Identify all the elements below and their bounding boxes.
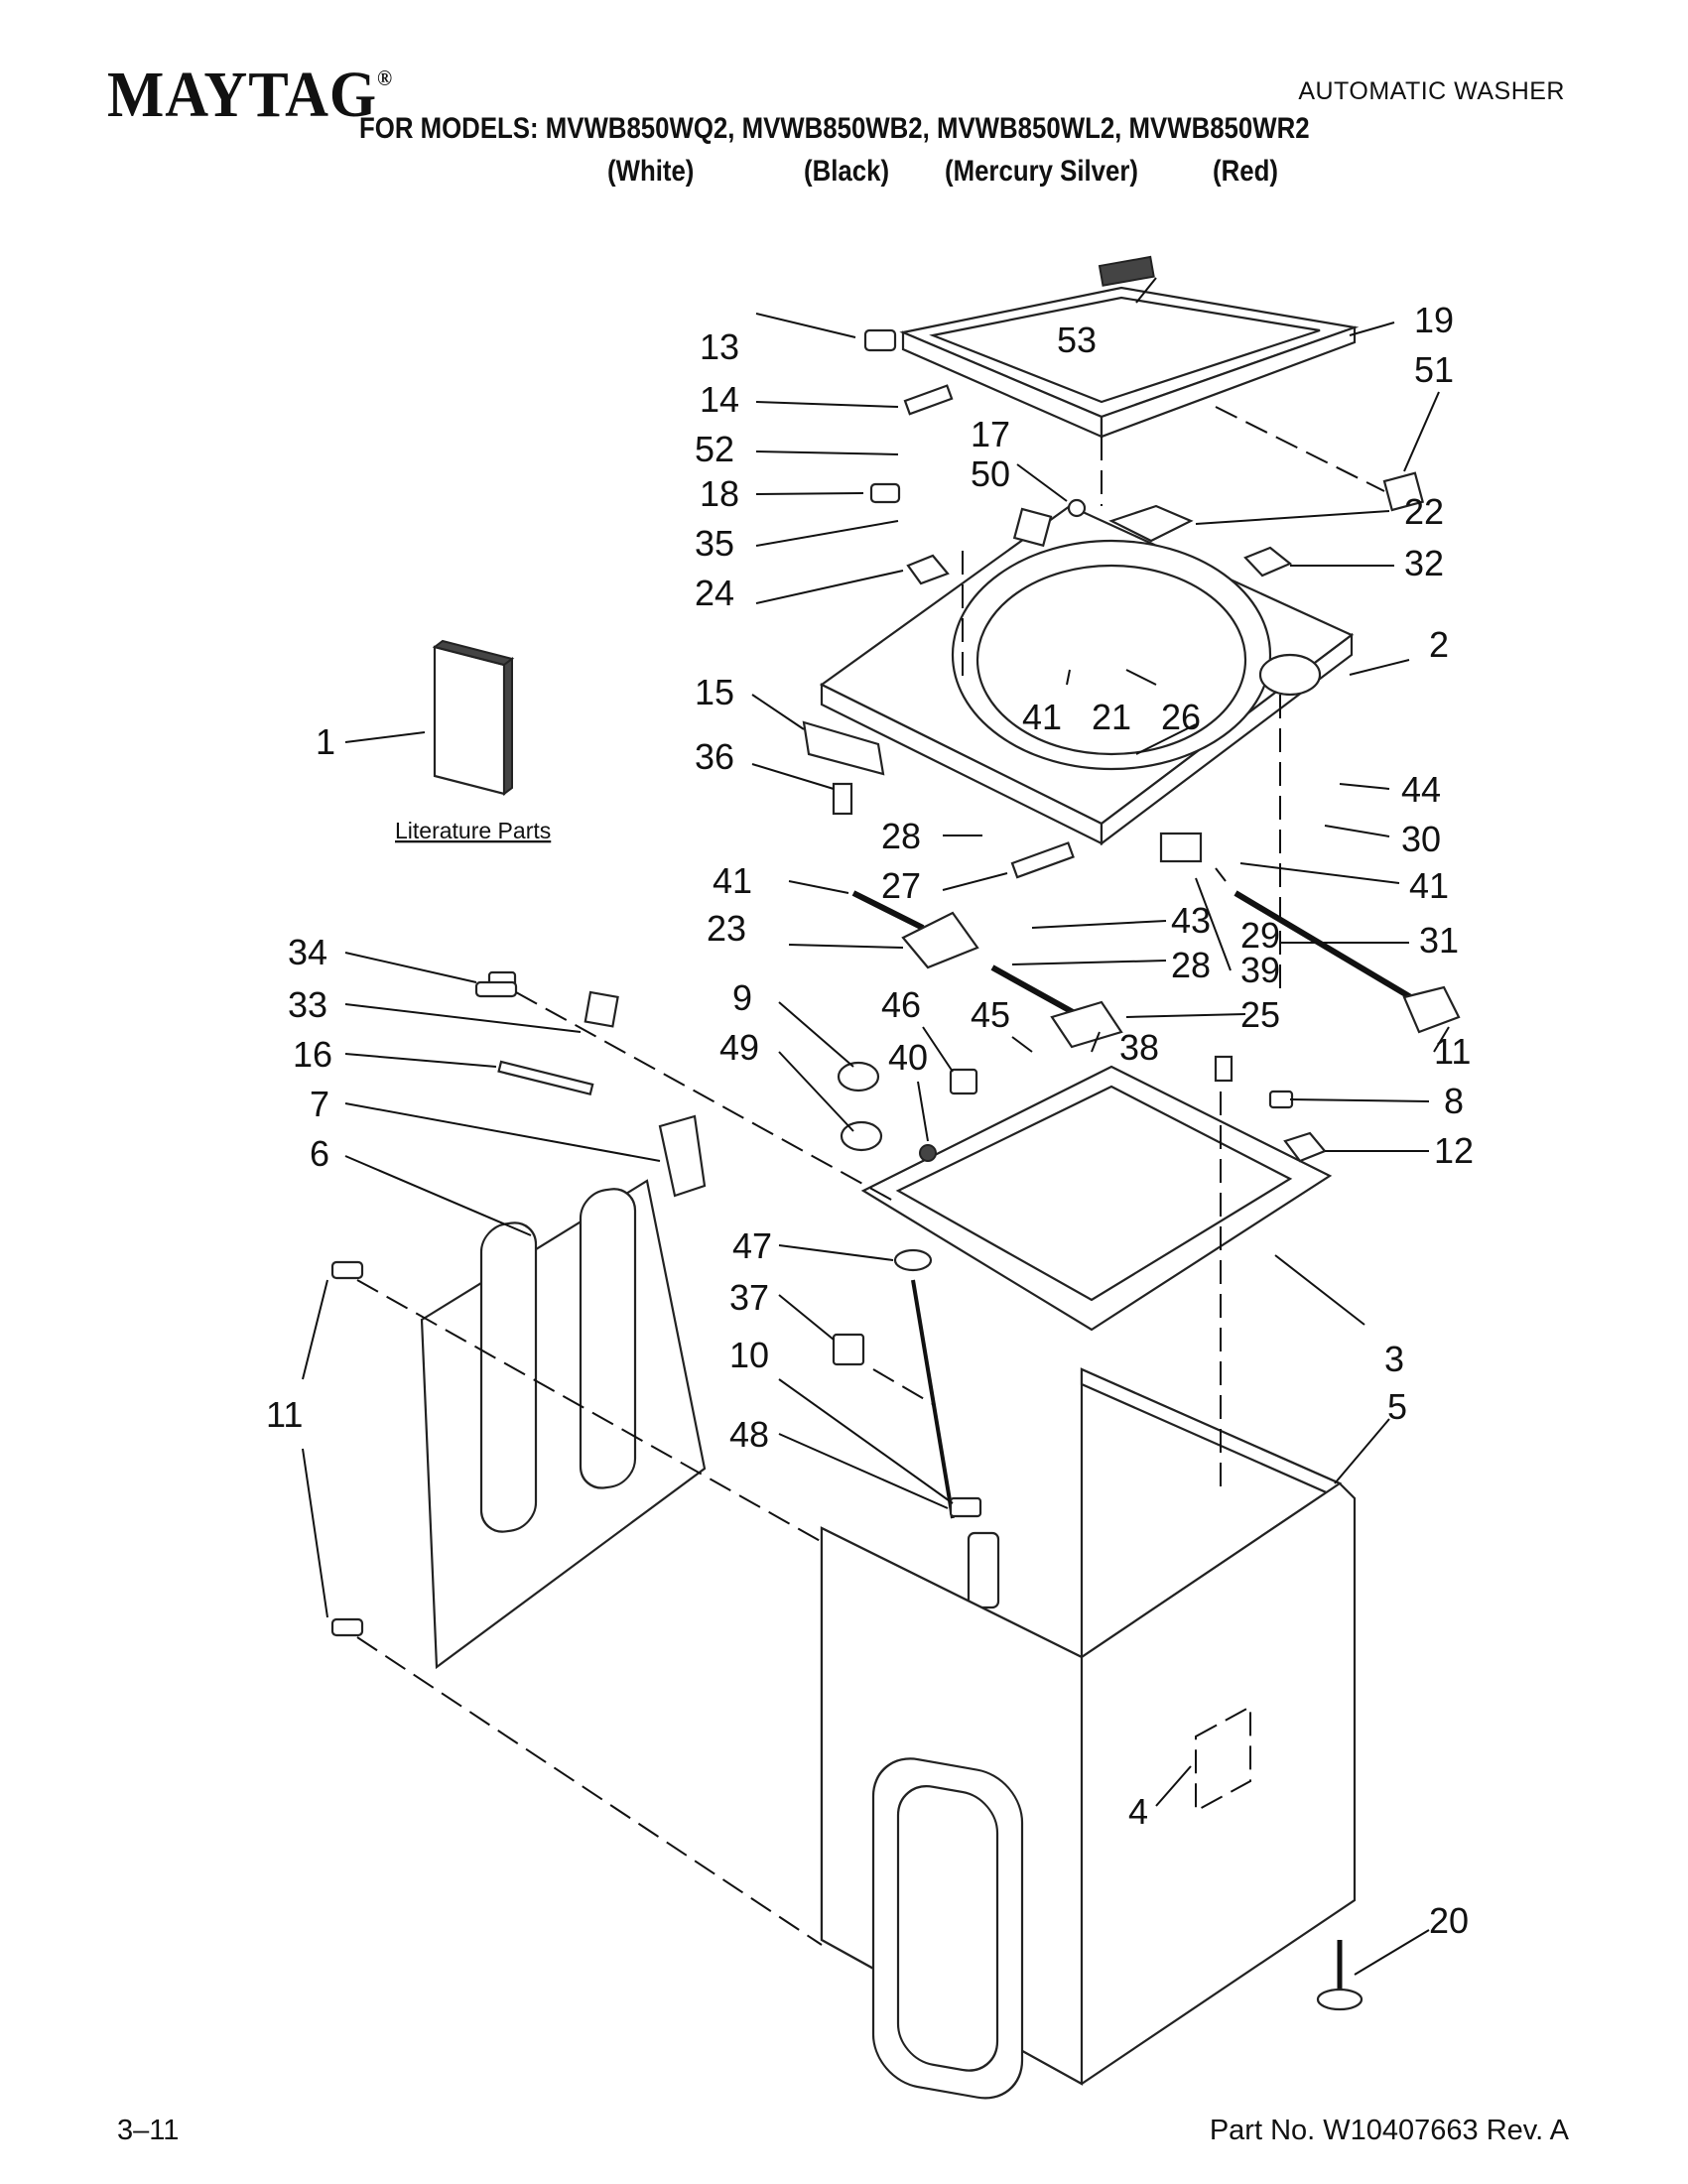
callout-52: 52	[695, 429, 734, 469]
callout-49: 49	[719, 1027, 759, 1068]
lid-lock	[802, 720, 885, 816]
callout-28-a: 28	[881, 816, 921, 856]
callout-50: 50	[971, 453, 1010, 494]
part-number: Part No. W10407663 Rev. A	[1209, 2115, 1569, 2146]
color-white: (White)	[607, 155, 695, 188]
upper-fasteners	[863, 328, 1425, 585]
callout-11-a: 11	[1434, 1031, 1471, 1072]
callout-22: 22	[1404, 491, 1444, 532]
callout-14: 14	[700, 379, 739, 420]
callout-23: 23	[707, 908, 746, 949]
suspension	[851, 832, 1461, 1049]
literature-parts-label: Literature Parts	[395, 818, 551, 843]
callout-32: 32	[1404, 543, 1444, 583]
callout-51: 51	[1414, 349, 1454, 390]
callout-44: 44	[1401, 769, 1441, 810]
callout-8: 8	[1444, 1081, 1464, 1121]
callout-12: 12	[1434, 1130, 1474, 1171]
registered-mark: ®	[377, 65, 394, 90]
callout-4: 4	[1128, 1791, 1148, 1832]
cabinet	[820, 1367, 1357, 2100]
callout-35: 35	[695, 523, 734, 564]
models-line: FOR MODELS: MVWB850WQ2, MVWB850WB2, MVWB…	[359, 112, 1310, 145]
callout-41-c: 41	[713, 860, 752, 901]
callout-13: 13	[700, 326, 739, 367]
rear-screws	[330, 980, 518, 1637]
guide-lines	[356, 406, 1385, 1946]
callout-26: 26	[1161, 697, 1201, 737]
callout-15: 15	[695, 672, 734, 712]
callout-3: 3	[1384, 1339, 1404, 1379]
callout-31: 31	[1419, 920, 1459, 961]
callout-47: 47	[732, 1225, 772, 1266]
color-black: (Black)	[804, 155, 890, 188]
callout-36: 36	[695, 736, 734, 777]
callout-53: 53	[1057, 320, 1097, 360]
callout-25: 25	[1240, 994, 1280, 1035]
callout-18: 18	[700, 473, 739, 514]
callout-21: 21	[1092, 697, 1131, 737]
callout-46: 46	[881, 984, 921, 1025]
color-red: (Red)	[1213, 155, 1278, 188]
callout-38: 38	[1119, 1027, 1159, 1068]
callout-39: 39	[1240, 950, 1280, 990]
callout-29: 29	[1240, 915, 1280, 956]
callout-10: 10	[729, 1335, 769, 1375]
top-cover	[819, 504, 1355, 846]
callout-30: 30	[1401, 819, 1441, 859]
callout-48: 48	[729, 1414, 769, 1455]
brand-name: MAYTAG	[107, 59, 378, 131]
callout-41-a: 41	[1022, 697, 1062, 737]
callout-numbers: 13 14 52 17 50 18 35 24 53 19 51 22 32 2…	[266, 300, 1474, 1941]
callout-45: 45	[971, 994, 1010, 1035]
base-frame	[860, 1065, 1333, 1332]
callout-7: 7	[310, 1084, 329, 1124]
maytag-logo: MAYTAG®	[107, 58, 393, 133]
callout-19: 19	[1414, 300, 1454, 340]
literature-booklet	[432, 639, 515, 796]
callout-2: 2	[1429, 624, 1449, 665]
callout-33: 33	[288, 984, 327, 1025]
leveling-leg	[1316, 1940, 1363, 2011]
leader-lines	[302, 277, 1450, 1976]
document-type: AUTOMATIC WASHER	[1298, 77, 1565, 105]
page-number: 3–11	[117, 2115, 180, 2146]
callout-5: 5	[1387, 1386, 1407, 1427]
callout-1: 1	[316, 721, 335, 762]
callout-37: 37	[729, 1277, 769, 1318]
callout-40: 40	[888, 1037, 928, 1078]
rear-panel	[420, 1179, 707, 1670]
callout-20: 20	[1429, 1900, 1469, 1941]
callout-24: 24	[695, 573, 734, 613]
callout-41-b: 41	[1409, 865, 1449, 906]
callout-34: 34	[288, 932, 327, 972]
callout-17: 17	[971, 414, 1010, 454]
callout-9: 9	[732, 977, 752, 1018]
callout-27: 27	[881, 865, 921, 906]
callout-11-b: 11	[266, 1394, 303, 1435]
color-mercury-silver: (Mercury Silver)	[945, 155, 1139, 188]
lid	[899, 255, 1360, 439]
callout-6: 6	[310, 1133, 329, 1174]
callout-43: 43	[1171, 900, 1211, 941]
callout-28-b: 28	[1171, 945, 1211, 985]
callout-16: 16	[293, 1034, 332, 1075]
